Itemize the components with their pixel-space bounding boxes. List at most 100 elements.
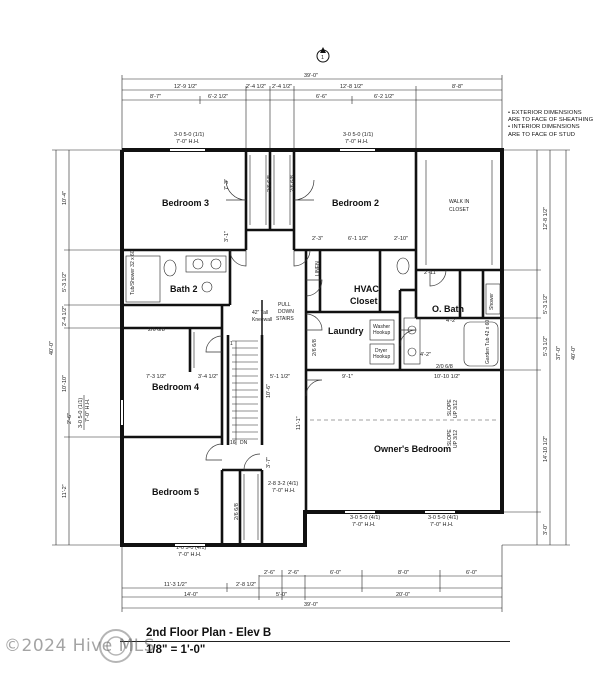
dim-int-h: 3'-4 1/2" <box>198 374 218 380</box>
closet-shelving <box>193 155 493 540</box>
room-hvac-line2: Closet <box>350 296 378 306</box>
win-top1-height: 7'-0" H.H. <box>176 139 200 145</box>
dim-int-d: 5'-1 1/2" <box>270 374 290 380</box>
kneewall-line2: Kneewall <box>252 317 272 323</box>
dim-int-j: 10'-6" <box>266 384 272 398</box>
win-bot1-size: 1-0 5-0 (4/1) <box>176 545 206 551</box>
win-bot2-size: 3-0 5-0 (4/1) <box>350 515 380 521</box>
dim-left-a: 10'-4" <box>62 191 68 205</box>
door-label-c: 2/6 6/8 <box>148 327 165 333</box>
dim-bot-j: 6'-0" <box>466 570 477 576</box>
kneewall-line1: 42" Tall <box>252 310 268 316</box>
door-label-e: 2/0 6/8 <box>436 364 453 370</box>
pull-down-line3: STAIRS <box>276 316 294 322</box>
stair-treads: 16 1 DN <box>230 340 258 446</box>
slope-a-line2: UP 3/12 <box>453 400 459 418</box>
room-bath-2: Bath 2 <box>170 284 198 294</box>
garden-tub-label: Garden Tub 42 x 60 <box>485 320 491 364</box>
dim-int-b: 6'-1 1/2" <box>348 236 368 242</box>
win-bot3-height: 7'-0" H.H. <box>430 522 454 528</box>
stair-down-label: DN <box>240 440 248 446</box>
dim-right-overall: 40'-0" <box>571 346 577 360</box>
note-line-2: ARE TO FACE OF SHEATHING <box>508 117 594 124</box>
dim-int-a: 2'-3" <box>312 236 323 242</box>
dim-bot-b: 5'-0" <box>276 592 287 598</box>
room-laundry: Laundry <box>328 326 364 336</box>
interior-walls <box>122 150 502 545</box>
room-walkin-line2: CLOSET <box>449 207 469 213</box>
dryer-line1: Dryer <box>375 348 388 354</box>
dim-bot-overall: 39'-0" <box>304 602 318 608</box>
win-left-height: 7'-0" H.H. <box>85 398 91 422</box>
dim-bot-i: 8'-0" <box>398 570 409 576</box>
dim-top-h: 6'-6" <box>316 94 327 100</box>
dim-right-e: 14'-10 1/2" <box>543 436 549 462</box>
dim-int-p: 2'-11" <box>424 270 438 276</box>
watermark-text: ©2024 Hive MLS <box>4 636 156 656</box>
title-underline <box>120 641 510 642</box>
dim-int-o: 4'-2" <box>420 352 431 358</box>
note-line-1: • EXTERIOR DIMENSIONS <box>508 110 582 116</box>
win-left-size: 3-0 5-0 (1/1) <box>78 398 84 428</box>
note-line-3: • INTERIOR DIMENSIONS <box>508 124 580 131</box>
dim-int-i: 11'-1" <box>296 416 302 430</box>
north-marker-label: 1 <box>321 55 324 61</box>
win-top2-height: 7'-0" H.H. <box>345 139 369 145</box>
dim-top-g: 6'-2 1/2" <box>208 94 228 100</box>
win-hall-height: 7'-0" H.H. <box>272 488 296 494</box>
north-marker: 1 <box>316 47 330 63</box>
pull-down-line2: DOWN <box>278 309 294 315</box>
door-swings <box>205 179 447 471</box>
dim-top-overall: 39'-0" <box>304 73 318 79</box>
slope-b-line2: UP 3/12 <box>453 430 459 448</box>
room-owners-bedroom: Owner's Bedroom <box>374 444 451 454</box>
dim-right-a: 37'-0" <box>556 346 562 360</box>
shower-label: Shower <box>489 293 495 310</box>
dim-int-k: 3'-1" <box>224 231 230 242</box>
dim-left-e: 11'-2" <box>62 484 68 498</box>
room-owner-bath: O. Bath <box>432 304 464 314</box>
stair-number-16: 16 <box>230 440 236 446</box>
door-label-d: 2/6 6/8 <box>234 503 240 520</box>
room-bedroom-2: Bedroom 2 <box>332 198 379 208</box>
interior-dimensions: 2'-3" 6'-1 1/2" 2'-10" 5'-1 1/2" 9'-1" 1… <box>146 175 460 520</box>
watermark-logo-icon <box>99 629 133 663</box>
win-bot3-size: 3-0 5-0 (4/1) <box>428 515 458 521</box>
win-top1-size: 3-0 5-0 (1/1) <box>174 132 204 138</box>
room-walkin-line1: WALK IN <box>449 199 470 205</box>
dim-left-d: 10'-10" <box>62 375 68 392</box>
dim-int-n: 4'-2" <box>446 318 457 324</box>
dimension-notes: • EXTERIOR DIMENSIONS ARE TO FACE OF SHE… <box>508 110 614 139</box>
dim-bot-a: 14'-0" <box>184 592 198 598</box>
win-bot2-height: 7'-0" H.H. <box>352 522 376 528</box>
dim-right-d: 5'-3 1/2" <box>543 336 549 356</box>
dim-right-c: 5'-3 1/2" <box>543 294 549 314</box>
dim-int-c: 2'-10" <box>394 236 408 242</box>
dim-top-a: 12'-9 1/2" <box>174 84 197 90</box>
dim-int-e: 9'-1" <box>342 374 353 380</box>
room-labels: Bedroom 3 Bedroom 2 WALK IN CLOSET Bath … <box>152 198 470 497</box>
dim-bot-d: 11'-3 1/2" <box>164 582 187 588</box>
dim-right-b: 12'-8 1/2" <box>543 207 549 230</box>
dim-int-g: 7'-3 1/2" <box>146 374 166 380</box>
note-line-4: ARE TO FACE OF STUD <box>508 131 576 138</box>
win-bot1-height: 7'-0" H.H. <box>178 552 202 558</box>
room-hvac-line1: HVAC <box>354 284 379 294</box>
washer-line1: Washer <box>373 324 390 330</box>
room-bedroom-4: Bedroom 4 <box>152 382 199 392</box>
door-label-b: 2/6 6/8 <box>290 175 296 192</box>
dim-int-m: 3'-7" <box>266 457 272 468</box>
dim-left-c: 2'-4 1/2" <box>62 306 68 326</box>
dim-left-b: 5'-3 1/2" <box>62 272 68 292</box>
pull-down-line1: PULL <box>278 302 291 308</box>
bottom-dimensions: 39'-0" 14'-0" 5'-0" 20'-0" 11'-3 1/2" 2'… <box>121 481 503 612</box>
win-top2-size: 3-0 5-0 (1/1) <box>343 132 373 138</box>
dim-top-d: 12'-8 1/2" <box>340 84 363 90</box>
stair-number-1: 1 <box>230 341 233 347</box>
dim-left-f: 2'-6" <box>67 413 73 424</box>
small-labels: PULL DOWN STAIRS 42" Tall Kneewall LINEN… <box>130 250 495 448</box>
dim-top-f: 8'-7" <box>150 94 161 100</box>
dim-right-f: 3'-0" <box>543 524 549 535</box>
dim-bot-e: 2'-8 1/2" <box>236 582 256 588</box>
